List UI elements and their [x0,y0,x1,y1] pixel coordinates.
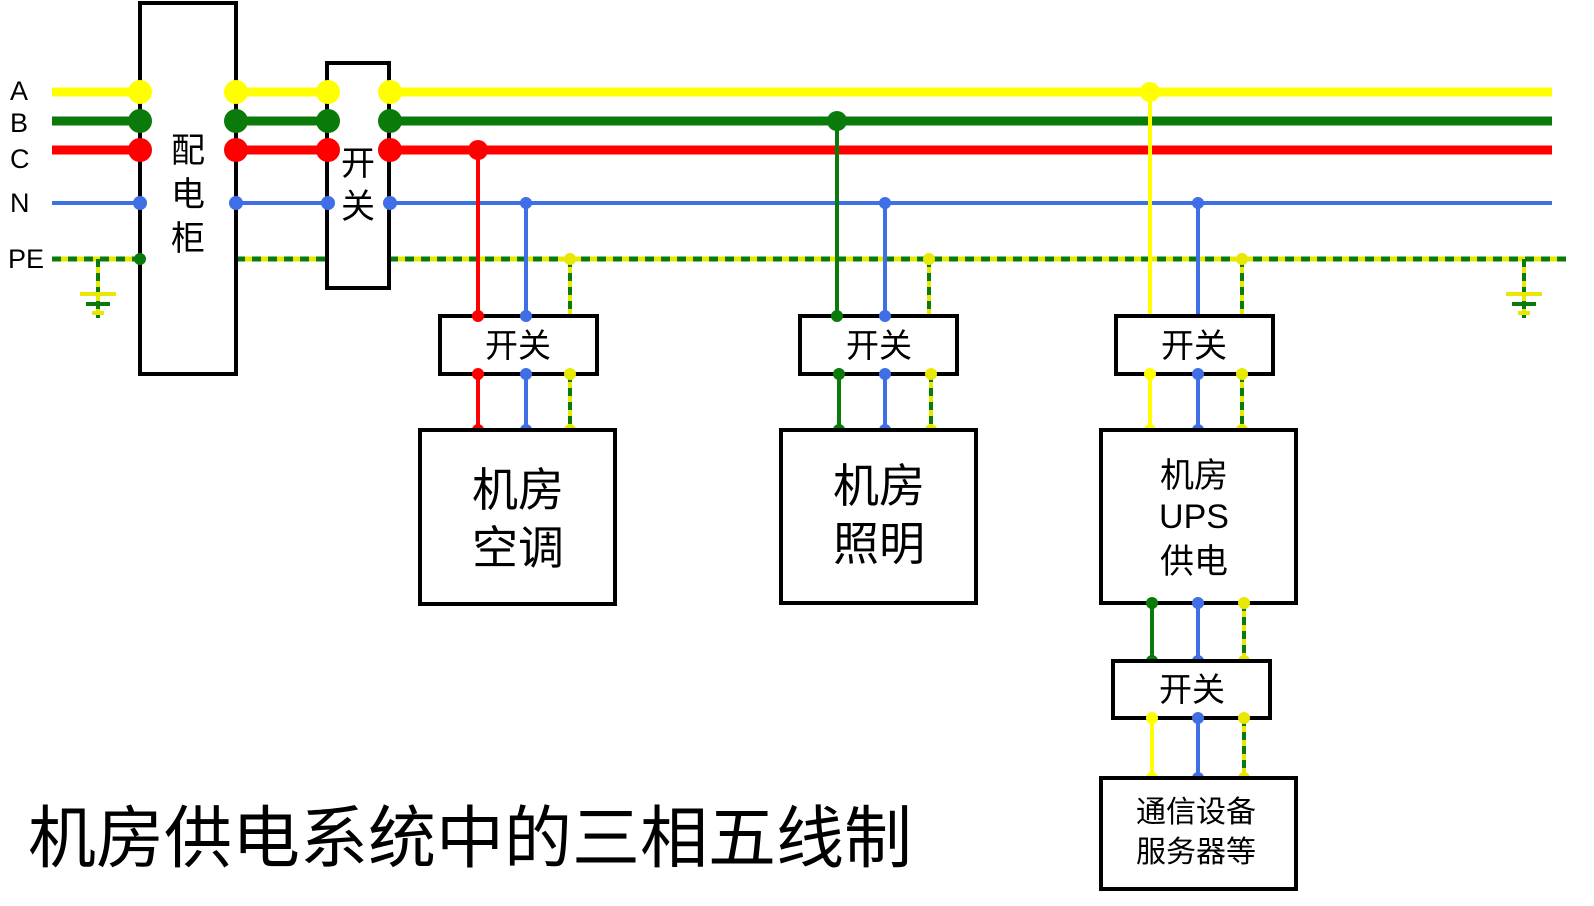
ac-sw-top-n [520,310,532,322]
ups-sw-bot-a [1144,368,1156,380]
ac-switch-label: 开关 [485,326,551,365]
terminal-a-sw-out [378,80,402,104]
terminal-a-sw-in [316,80,340,104]
bus-label-c: C [10,144,30,174]
ups-out-top-n [1192,597,1204,609]
ac-tap-n [520,197,532,209]
main-switch-label-2: 关 [341,187,375,227]
terminal-n-sw-in [321,196,335,210]
ups-load-box [1099,428,1298,605]
terminal-b-cab-in [128,109,152,133]
ups-out-top-b [1146,597,1158,609]
srv-sw-bot-pe [1238,712,1250,724]
main-switch-box [325,61,391,290]
bus-labels: A B C N PE [8,76,44,274]
diagram-title: 机房供电系统中的三相五线制 [28,800,912,879]
light-sw-bot-b [833,368,845,380]
light-switch-label: 开关 [846,326,912,365]
terminal-n-sw-out [383,196,397,210]
bus-label-a: A [10,76,28,106]
light-switch-box [798,314,959,376]
ups-tap-a [1140,82,1160,102]
branch-ups: 开关 机房 UPS 供电 开关 [1099,82,1298,891]
ups-load-label-1: 机房 [1160,456,1228,496]
cabinet-label-3: 柜 [171,219,205,259]
ups-sw-bot-pe [1236,368,1248,380]
terminal-n-cab-in [133,196,147,210]
terminal-a-cab-in [128,80,152,104]
ac-sw-top-c [472,310,484,322]
distribution-cabinet: 配 电 柜 [138,1,238,376]
terminal-b-cab-out [224,109,248,133]
ac-sw-bot-c [472,368,484,380]
main-switch: 开 关 [325,61,391,290]
terminal-b-sw-in [316,109,340,133]
branch-lighting: 开关 机房 照明 [779,111,978,605]
cabinet-terminals [128,80,402,265]
ac-load-box [418,428,617,606]
light-tap-pe [923,253,935,265]
ups-switch2-box [1111,659,1272,720]
cabinet-label-2: 电 [171,175,205,215]
ac-load-label-2: 空调 [472,521,564,575]
light-load-label-2: 照明 [833,517,925,571]
ac-switch-box [438,314,599,376]
main-switch-label-1: 开 [341,144,375,184]
ac-load-label-1: 机房 [472,463,564,517]
light-load-label-1: 机房 [833,459,925,513]
terminal-a-cab-out [224,80,248,104]
srv-sw-bot-n [1192,712,1204,724]
light-tap-b [827,111,847,131]
bus-label-b: B [10,108,28,138]
servers-box [1099,776,1298,891]
light-sw-top-b [831,310,843,322]
terminal-n-cab-out [229,196,243,210]
branch-ac: 开关 机房 空调 [418,140,617,606]
bus-label-pe: PE [8,244,44,274]
bus-label-n: N [10,188,30,218]
terminal-pe-cab [134,253,146,265]
cabinet-label-1: 配 [171,131,205,171]
light-sw-top-n [879,310,891,322]
ups-sw-bot-n [1192,368,1204,380]
terminal-c-cab-out [224,138,248,162]
ups-load-label-3: 供电 [1160,542,1228,582]
ups-switch-label: 开关 [1161,326,1227,365]
bus-lines [52,87,1566,262]
light-load-box [779,428,978,605]
ups-tap-pe [1236,253,1248,265]
ups-out-top-pe [1238,597,1250,609]
terminal-c-sw-out [378,138,402,162]
ac-tap-c [468,140,488,160]
ups-switch2-label: 开关 [1159,670,1225,709]
light-tap-n [879,197,891,209]
servers-label-1: 通信设备 [1136,795,1256,830]
ground-left [80,259,116,318]
ac-sw-bot-pe [564,368,576,380]
ups-tap-n [1192,197,1204,209]
srv-sw-bot-a [1146,712,1158,724]
terminal-c-sw-in [316,138,340,162]
light-sw-bot-n [879,368,891,380]
light-sw-bot-pe [925,368,937,380]
cabinet-box [138,1,238,376]
terminal-c-cab-in [128,138,152,162]
ac-tap-pe [564,253,576,265]
terminal-b-sw-out [378,109,402,133]
servers-label-2: 服务器等 [1136,835,1256,870]
ups-load-label-2: UPS [1159,498,1229,536]
ac-sw-bot-n [520,368,532,380]
ground-right [1506,259,1542,318]
